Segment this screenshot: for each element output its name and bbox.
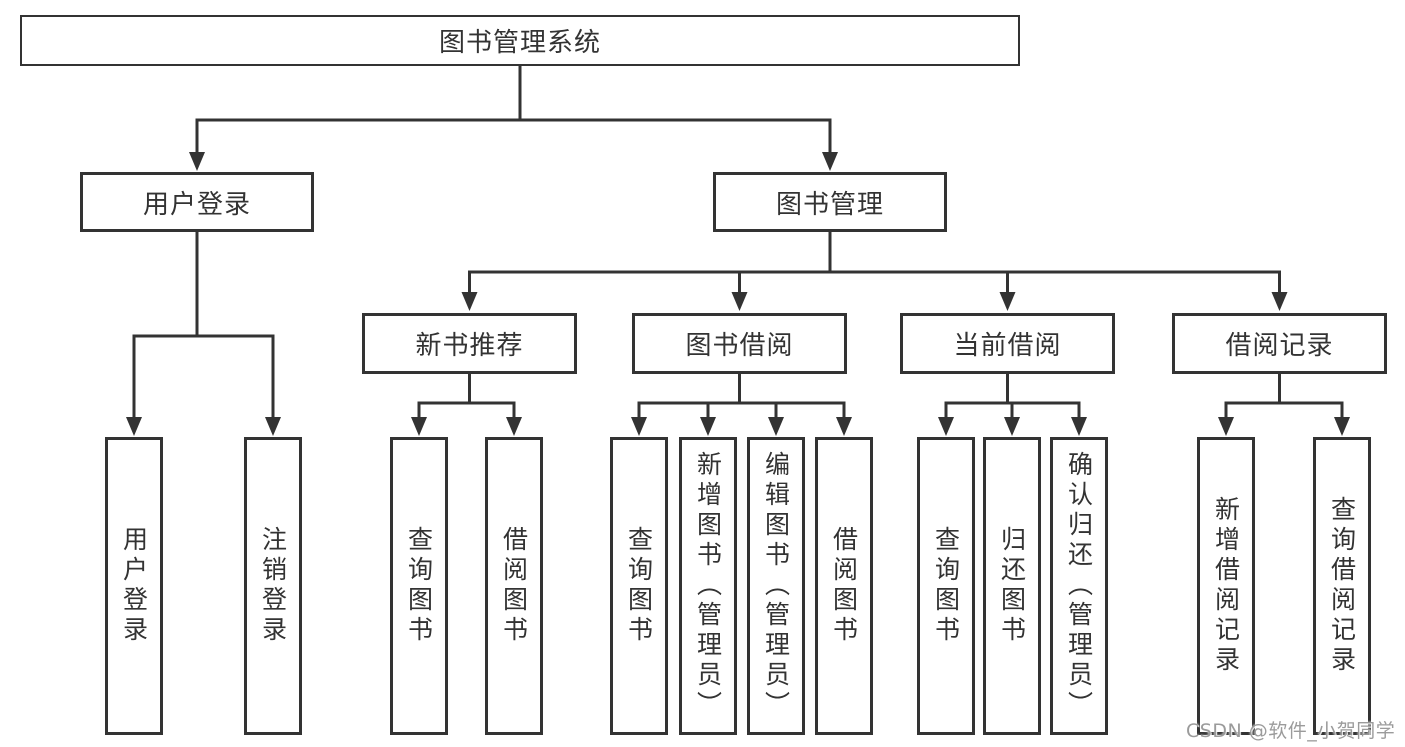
leaf-label: 用户登录 [119, 526, 149, 646]
leaf-borrow-books-2: 借阅图书 [815, 437, 873, 735]
node-label: 图书借阅 [685, 331, 794, 361]
leaf-query-books-1: 查询图书 [390, 437, 448, 735]
node-new-book-recommend: 新书推荐 [362, 313, 577, 374]
node-library-management-system: 图书管理系统 [20, 15, 1020, 66]
node-label: 新书推荐 [415, 331, 524, 361]
leaf-label: 确认归还（管理员） [1064, 451, 1094, 721]
leaf-add-books-admin: 新增图书（管理员） [679, 437, 737, 735]
leaf-logout: 注销登录 [244, 437, 302, 735]
leaf-borrow-books-1: 借阅图书 [485, 437, 543, 735]
node-label: 用户登录 [142, 189, 251, 220]
leaf-label: 查询图书 [931, 526, 961, 646]
leaf-label: 借阅图书 [829, 526, 859, 646]
leaf-query-borrow-record: 查询借阅记录 [1313, 437, 1371, 735]
leaf-confirm-return-admin: 确认归还（管理员） [1050, 437, 1108, 735]
node-label: 图书管理 [775, 189, 884, 220]
leaf-return-books: 归还图书 [983, 437, 1041, 735]
leaf-query-books-3: 查询图书 [917, 437, 975, 735]
leaf-add-borrow-record: 新增借阅记录 [1197, 437, 1255, 735]
leaf-label: 归还图书 [997, 526, 1027, 646]
node-label: 当前借阅 [953, 331, 1062, 361]
leaf-label: 查询图书 [624, 526, 654, 646]
node-current-borrow: 当前借阅 [900, 313, 1115, 374]
leaf-edit-books-admin: 编辑图书（管理员） [747, 437, 805, 735]
leaf-label: 借阅图书 [499, 526, 529, 646]
csdn-watermark: CSDN @软件_小贺同学 [1186, 720, 1396, 742]
leaf-label: 新增图书（管理员） [693, 451, 723, 721]
leaf-label: 注销登录 [258, 526, 288, 646]
leaf-label: 编辑图书（管理员） [761, 451, 791, 721]
leaf-query-books-2: 查询图书 [610, 437, 668, 735]
node-book-management: 图书管理 [713, 172, 947, 232]
node-borrow-records: 借阅记录 [1172, 313, 1387, 374]
node-label: 借阅记录 [1225, 331, 1334, 361]
leaf-label: 查询图书 [404, 526, 434, 646]
leaf-label: 新增借阅记录 [1211, 496, 1241, 676]
node-label: 图书管理系统 [438, 28, 601, 58]
leaf-user-login: 用户登录 [105, 437, 163, 735]
node-book-borrow: 图书借阅 [632, 313, 847, 374]
node-user-login: 用户登录 [80, 172, 314, 232]
leaf-label: 查询借阅记录 [1327, 496, 1357, 676]
